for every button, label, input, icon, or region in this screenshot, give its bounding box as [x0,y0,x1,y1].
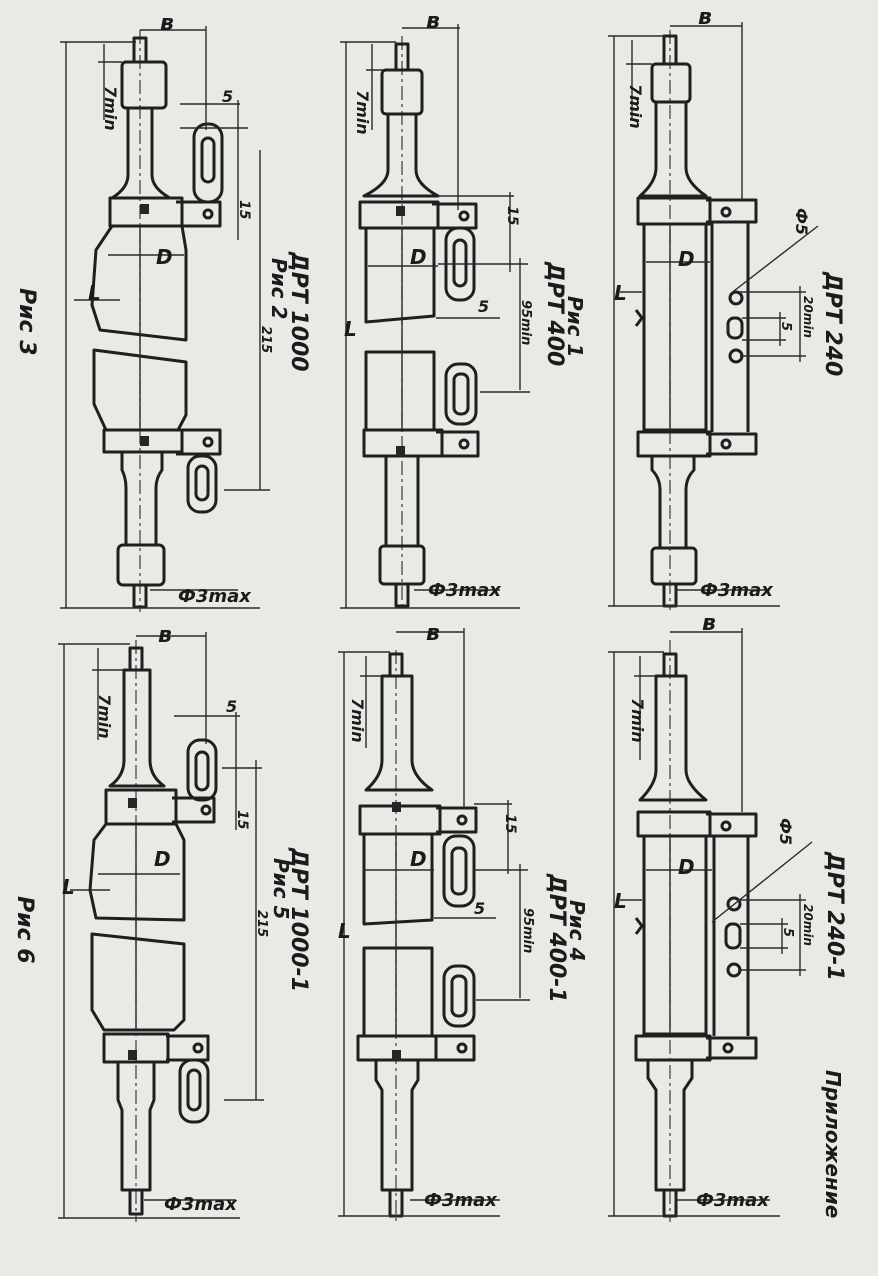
fig5-d-label: D [410,847,427,871]
fig3-phi-label: Ф3max [178,586,252,607]
figure-drt240-1-caption: ДРТ 240-1 Приложение [821,851,847,1218]
fig6-15-label: 15 [234,810,250,830]
fig6-caption: Рис 6 [12,896,37,964]
fig3-d-label: D [156,245,173,269]
fig2-d-label: D [410,245,427,269]
fig3-l-label: L [88,281,101,305]
fig2-phi-label: Ф3max [428,580,502,601]
fig5-b-label: в [426,621,440,646]
fig1-l-label: L [614,281,627,305]
fig5-15-label: 15 [502,814,518,834]
drt240-1-lamp-label: ДРТ 240-1 [822,851,847,981]
fig3-15-label: 15 [236,200,252,220]
fig3-tmin-label: 7min [101,86,120,131]
figure-fig1-caption: Рис 1 ДРТ 400 [542,261,587,366]
fig4-lamp-label: ДРТ 400-1 [544,873,569,1003]
fig5-slot-label: 5 [474,899,485,918]
fig4-b-label: в [702,611,716,636]
fig3-slot-label: 5 [222,87,233,106]
fig2-15-label: 15 [504,206,520,226]
fig6-b-label: в [158,623,172,648]
fig1-phi5-label: Ф5 [792,208,811,235]
fig2-95-label: 95min [518,300,533,345]
fig1-20min-label: 20min [801,296,815,338]
figure-fig5-caption: Рис 5 ДРТ 1000-1 [269,847,311,992]
figure-fig2-top-middle: в 7min 15 5 D L 95min Ф3max [340,9,533,610]
fig5-phi-label: Ф3max [424,1190,498,1211]
fig1-caption: Рис 1 [563,296,587,357]
figure-fig2-caption: Рис 2 ДРТ 1000 [267,251,311,372]
fig6-l-label: L [62,875,75,899]
figure-fig1-top-right: в 7min Ф5 D L 20min 5 Ф3max [608,5,819,610]
fig1-phi-label: Ф3max [700,580,774,601]
fig6-d-label: D [154,847,171,871]
fig2-caption: Рис 2 [267,258,291,319]
fig2-lamp-label: ДРТ 1000 [286,251,311,372]
figure-fig4-caption: Рис 4 ДРТ 400-1 [544,873,589,1003]
fig2-tmin-label: 7min [353,90,372,135]
fig4-tmin-label: 7min [628,698,647,743]
fig6-tmin-label: 7min [95,694,114,739]
fig4-phi5-label: Ф5 [776,818,795,845]
fig5-tmin-label: 7min [348,698,367,743]
fig4-caption: Рис 4 [565,900,589,961]
fig1-tmin-label: 7min [626,84,645,129]
figure-fig3-top-left: в 7min 5 15 D L 215 Ф3max Рис 3 [14,11,273,612]
fig4-5-label: 5 [780,928,795,937]
fig1-d-label: D [678,247,695,271]
fig6-phi-label: Ф3max [164,1194,238,1215]
fig1-b-label: в [698,5,712,30]
fig1-5-label: 5 [778,322,793,331]
appendix-label: Приложение [821,1070,845,1218]
figure-fig5-bottom-middle: в 7min 15 5 D L 95min Ф3max [338,621,535,1222]
figure-fig6-bottom-left: в 7min 5 15 D L 215 Ф3max Рис 6 [12,623,269,1222]
fig5-l-label: L [338,919,351,943]
figure-drt240-caption: ДРТ 240 [820,271,845,376]
fig6-215-label: 215 [254,910,269,937]
fig5-caption: Рис 5 [269,858,293,919]
drt240-lamp-label: ДРТ 240 [820,271,845,376]
fig4-d-label: D [678,855,695,879]
fig5-lamp-label: ДРТ 1000-1 [286,847,311,992]
fig4-20min-label: 20min [801,904,815,946]
fig6-slot-label: 5 [226,697,237,716]
fig2-l-label: L [344,317,357,341]
fig3-caption: Рис 3 [14,288,39,356]
fig3-b-label: в [160,11,174,36]
fig4-phi-label: Ф3max [696,1190,770,1211]
fig2-b-label: в [426,9,440,34]
fig1-lamp-label: ДРТ 400 [542,261,567,366]
fig5-95-label: 95min [520,908,535,953]
fig4-l-label: L [614,889,627,913]
figure-fig4-bottom-right: в 7min Ф5 D L 20min 5 Ф3max [608,611,815,1222]
fig2-slot-label: 5 [478,297,489,316]
fig3-215-label: 215 [258,326,273,353]
